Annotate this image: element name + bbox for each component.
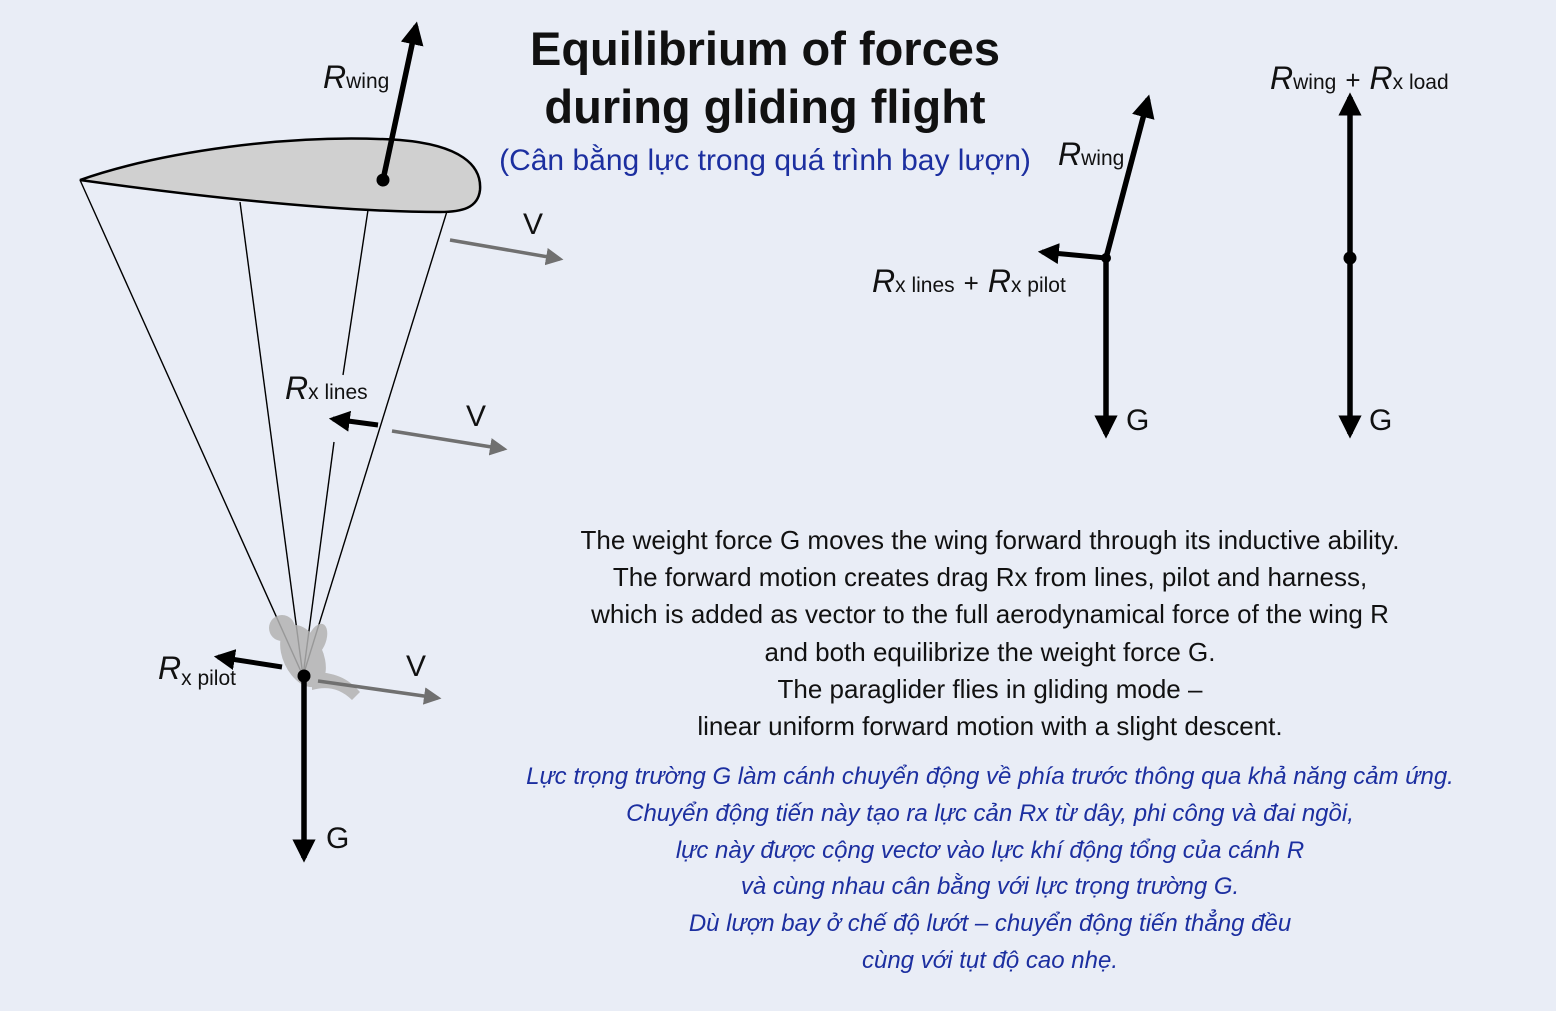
description-en-line: The paraglider flies in gliding mode – [777,673,1203,704]
description-en-line: which is added as vector to the full aer… [591,599,1389,630]
vector-sum-point-1 [1101,253,1111,263]
description-vi-line: Chuyển động tiến này tạo ra lực cản Rx t… [626,799,1354,827]
wing-airfoil [79,137,482,214]
label-g-vector-1: G [1126,404,1149,437]
label-r-total: Rwing+Rx load [1270,60,1449,96]
title-line-2: during gliding flight [544,80,986,133]
label-g-main: G [326,822,349,855]
line-b-upper [342,209,369,376]
rx-lines-arrow [328,410,379,432]
label-v-lines: V [466,400,486,433]
label-rx-lines: Rx lines [285,370,368,406]
vector-sum-point-2 [1343,251,1357,265]
description-en-line: The forward motion creates drag Rx from … [612,562,1368,593]
v-wing-arrow [449,238,564,266]
line-leading-edge [79,179,304,677]
description-vi-line: Lực trọng trường G làm cánh chuyển động … [526,763,1454,790]
description-en-line: The weight force G moves the wing forwar… [580,525,1400,555]
label-g-vector-2: G [1369,404,1392,437]
suspension-lines [79,179,449,677]
label-v-wing: V [523,208,543,241]
description-vietnamese: Lực trọng trường G làm cánh chuyển động … [500,759,1480,980]
wing-force-point [376,173,390,187]
v-pilot-arrow [317,679,442,705]
label-rx-sum: Rx lines+Rx pilot [872,263,1066,299]
rx-pilot-arrow [213,649,283,670]
description-vi-line: lực này được cộng vectơ vào lực khí động… [675,836,1305,864]
description-en-line: and both equilibrize the weight force G. [764,636,1216,667]
v-lines-arrow [391,429,508,456]
description-en-line: linear uniform forward motion with a sli… [697,711,1283,742]
r-wing-arrow [380,21,424,181]
description-vi-line: cùng với tụt độ cao nhẹ. [861,946,1118,974]
pilot-force-point [297,669,311,683]
label-rx-pilot: Rx pilot [158,650,236,690]
line-trailing-edge [302,207,449,677]
title-line-1: Equilibrium of forces [529,22,1001,75]
description-vi-line: và cùng nhau cân bằng với lực trọng trườ… [740,873,1240,901]
pilot-silhouette [269,615,360,700]
r-wing-vector-arrow [1103,94,1155,259]
page-title: Equilibrium of forces during gliding fli… [470,20,1060,136]
line-a [239,201,304,677]
description-vi-line: Dù lượn bay ở chế độ lướt – chuyển động … [688,910,1292,938]
description-english: The weight force G moves the wing forwar… [520,522,1460,745]
label-r-wing-vector: Rwing [1058,136,1124,172]
rx-sum-vector-arrow [1037,243,1107,265]
label-v-pilot: V [406,650,426,683]
page-subtitle: (Cân bằng lực trong quá trình bay lượn) [499,144,1031,177]
label-r-wing-main: Rwing [323,59,389,95]
